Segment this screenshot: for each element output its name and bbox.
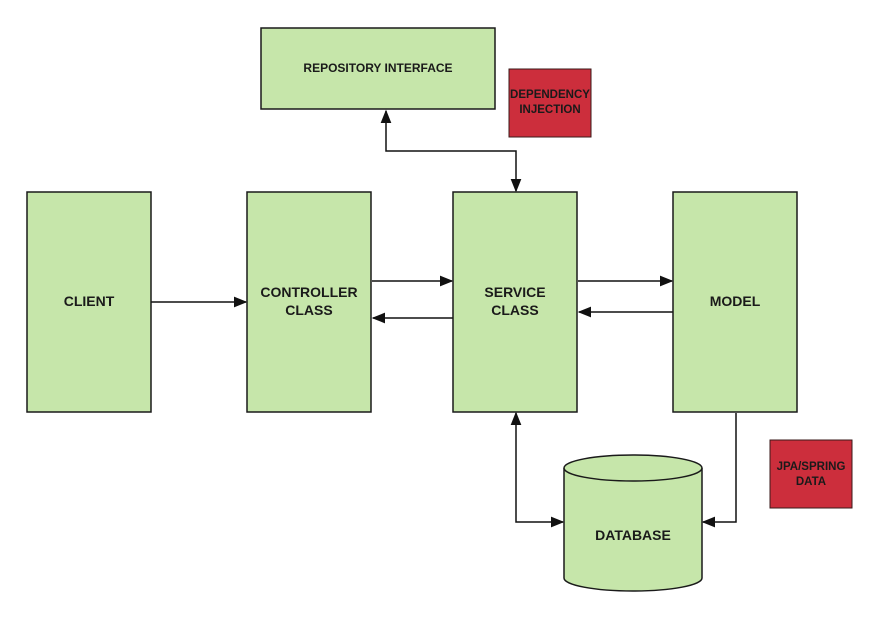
node-label: SERVICE (484, 284, 545, 300)
note-jpa-spring-data: JPA/SPRING DATA (769, 439, 853, 509)
node-label: CLIENT (64, 293, 115, 309)
node-label: CLASS (285, 302, 332, 318)
node-label: MODEL (710, 293, 761, 309)
note-label: JPA/SPRING (777, 461, 846, 473)
note-label: DATA (796, 476, 826, 488)
edges (151, 109, 737, 528)
node-client[interactable]: CLIENT (26, 191, 152, 413)
node-service-class[interactable]: SERVICE CLASS (452, 191, 578, 413)
edge-service-database (510, 411, 565, 528)
note-label: DEPENDENCY (510, 89, 590, 101)
node-label: CLASS (491, 302, 538, 318)
node-repository-interface[interactable]: REPOSITORY INTERFACE (260, 27, 496, 110)
node-model[interactable]: MODEL (672, 191, 798, 413)
edge-model-to-database (701, 413, 737, 528)
node-database[interactable]: DATABASE (563, 454, 703, 592)
node-controller-class[interactable]: CONTROLLER CLASS (246, 191, 372, 413)
node-label: CONTROLLER (260, 284, 357, 300)
note-dependency-injection: DEPENDENCY INJECTION (508, 68, 592, 138)
note-label: INJECTION (519, 104, 580, 116)
edge-service-repository (380, 109, 522, 193)
node-label: DATABASE (595, 527, 671, 543)
node-label: REPOSITORY INTERFACE (303, 61, 452, 75)
